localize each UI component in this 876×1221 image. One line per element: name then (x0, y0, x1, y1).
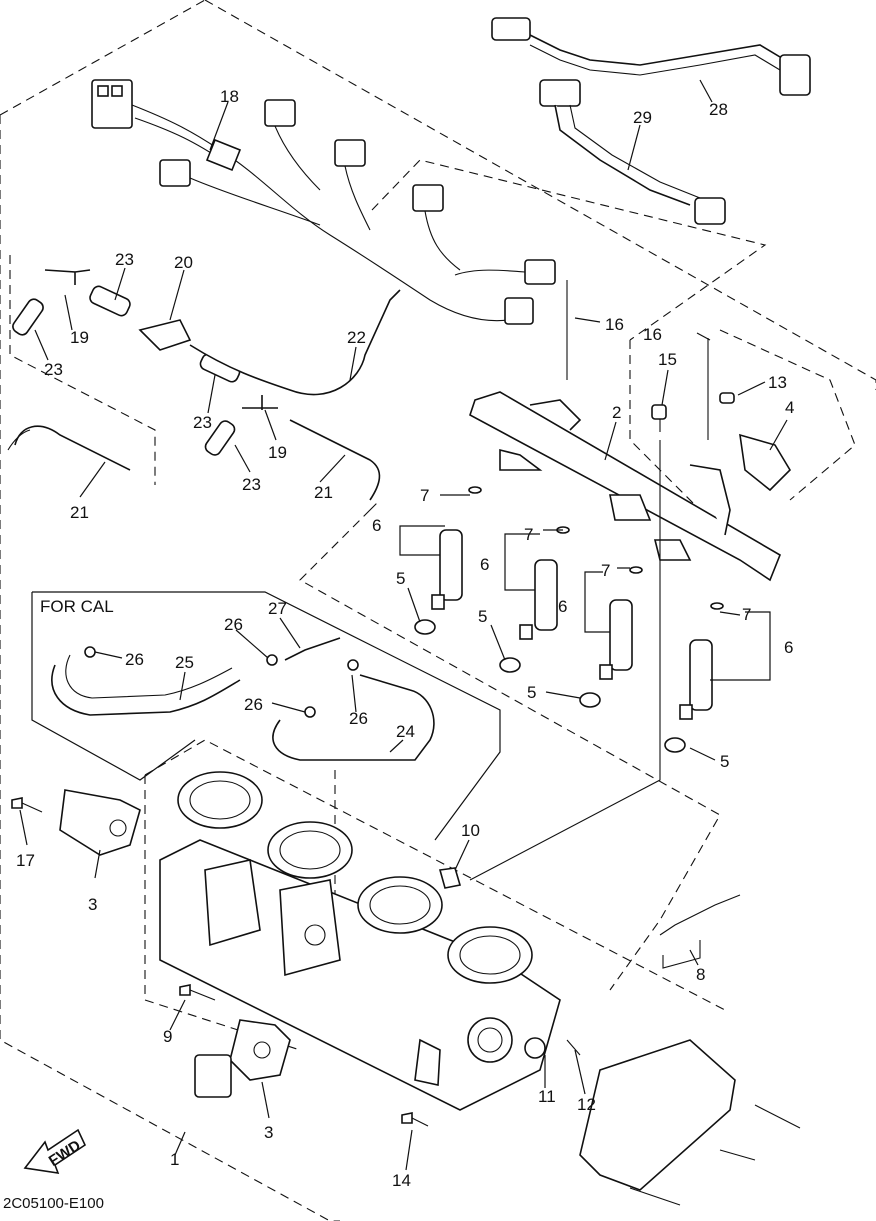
callout-26-b: 26 (224, 615, 243, 634)
callout-4: 4 (785, 398, 794, 417)
sensor-and-screws (469, 280, 792, 881)
callout-26-d: 26 (244, 695, 263, 714)
callout-23-c: 23 (193, 413, 212, 432)
bracket (566, 894, 801, 1206)
callout-6-b: 6 (480, 555, 489, 574)
vacuum-hose-boundary (9, 255, 156, 485)
callout-12: 12 (577, 1095, 596, 1114)
callout-2: 2 (612, 403, 621, 422)
wire-harness (91, 79, 556, 325)
callout-1: 1 (170, 1150, 179, 1169)
callout-10: 10 (461, 821, 480, 840)
callout-3-upper: 3 (88, 895, 97, 914)
callout-27: 27 (268, 599, 287, 618)
for-cal-section (31, 591, 501, 841)
callout-16-b: 16 (643, 325, 662, 344)
diagram-code: 2C05100-E100 (3, 1195, 104, 1212)
callout-14: 14 (392, 1171, 411, 1190)
fuel-hose-assembly (491, 17, 811, 225)
callout-23-b: 23 (44, 360, 63, 379)
fuel-hose-boundary (371, 159, 856, 511)
callout-7-d: 7 (742, 605, 751, 624)
callout-6-a: 6 (372, 516, 381, 535)
callout-26-c: 26 (349, 709, 368, 728)
callout-7-b: 7 (524, 525, 533, 544)
for-cal-label: FOR CAL (40, 597, 114, 616)
callout-6-c: 6 (558, 597, 567, 616)
callout-16-a: 16 (605, 315, 624, 334)
callout-20: 20 (174, 253, 193, 272)
callout-21-a: 21 (70, 503, 89, 522)
callout-21-b: 21 (314, 483, 333, 502)
callout-7-a: 7 (420, 486, 429, 505)
callout-23-a: 23 (115, 250, 134, 269)
fuel-injectors (414, 486, 724, 753)
callout-labels: 1 2 3 3 4 5 5 5 5 6 6 6 6 7 7 7 7 8 9 10… (16, 87, 794, 1190)
tps-sensors (11, 789, 462, 1127)
callout-25: 25 (175, 653, 194, 672)
callout-28: 28 (709, 100, 728, 119)
vacuum-hoses (7, 269, 401, 501)
fwd-arrow-icon (23, 1128, 87, 1174)
callout-17: 17 (16, 851, 35, 870)
callout-7-c: 7 (601, 561, 610, 580)
callout-13: 13 (768, 373, 787, 392)
callout-5-b: 5 (478, 607, 487, 626)
callout-19-b: 19 (268, 443, 287, 462)
callout-18: 18 (220, 87, 239, 106)
callout-6-d: 6 (784, 638, 793, 657)
callout-5-c: 5 (527, 683, 536, 702)
injector-boundary (299, 499, 721, 991)
callout-11: 11 (538, 1087, 556, 1106)
callout-19-a: 19 (70, 328, 89, 347)
callout-15: 15 (658, 350, 677, 369)
callout-24: 24 (396, 722, 415, 741)
callout-3-lower: 3 (264, 1123, 273, 1142)
callout-5-d: 5 (720, 752, 729, 771)
callout-23-d: 23 (242, 475, 261, 494)
leader-lines (19, 79, 788, 1171)
throttle-bodies (159, 771, 561, 1111)
callout-8: 8 (696, 965, 705, 984)
fuel-rail (469, 391, 781, 582)
callout-9: 9 (163, 1027, 172, 1046)
callout-5-a: 5 (396, 569, 405, 588)
callout-29: 29 (633, 108, 652, 127)
callout-22: 22 (347, 328, 366, 347)
callout-26-a: 26 (125, 650, 144, 669)
